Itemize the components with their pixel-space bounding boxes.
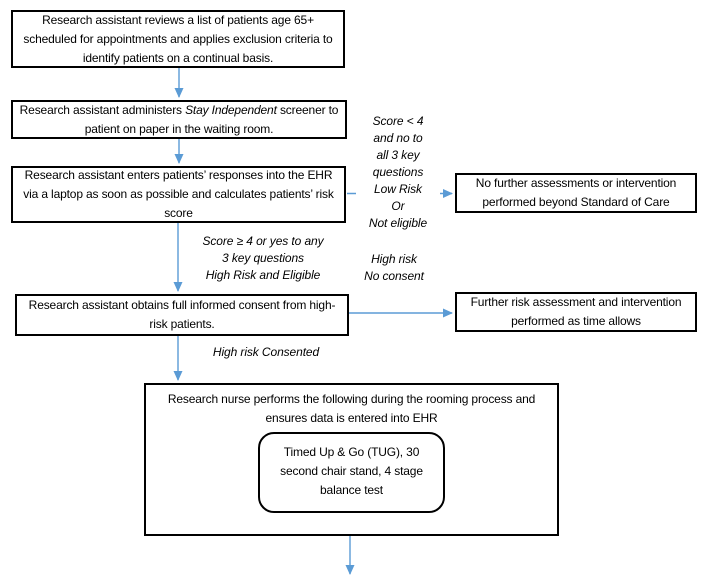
process-box-consent-text: Research assistant obtains full informed… xyxy=(28,298,336,331)
process-box-no-further-text: No further assessments or intervention p… xyxy=(475,176,677,209)
process-box-screening: Research assistant reviews a list of pat… xyxy=(11,10,345,68)
label-consented: High risk Consented xyxy=(200,344,332,361)
process-box-screening-text: Research assistant reviews a list of pat… xyxy=(23,12,333,65)
process-box-further-risk: Further risk assessment and intervention… xyxy=(455,292,697,332)
process-box-ehr-entry-text: Research assistant enters patients’ resp… xyxy=(23,168,334,220)
process-box-screener: Research assistant administers Stay Inde… xyxy=(11,100,347,139)
label-high-risk-no-consent: High risk No consent xyxy=(353,251,435,285)
process-box-no-further: No further assessments or intervention p… xyxy=(455,173,697,213)
process-box-tests: Timed Up & Go (TUG), 30 second chair sta… xyxy=(258,432,445,513)
process-box-consent: Research assistant obtains full informed… xyxy=(15,294,349,336)
process-box-tests-text: Timed Up & Go (TUG), 30 second chair sta… xyxy=(280,445,423,497)
label-high-risk-eligible: Score ≥ 4 or yes to any 3 key questions … xyxy=(187,233,339,284)
process-box-screener-text: Research assistant administers Stay Inde… xyxy=(19,102,339,136)
process-box-further-risk-text: Further risk assessment and intervention… xyxy=(470,295,682,328)
label-low-risk: Score < 4 and no to all 3 key questions … xyxy=(356,113,440,232)
process-box-rooming-text: Research nurse performs the following du… xyxy=(167,392,536,425)
process-box-ehr-entry: Research assistant enters patients’ resp… xyxy=(11,166,346,223)
